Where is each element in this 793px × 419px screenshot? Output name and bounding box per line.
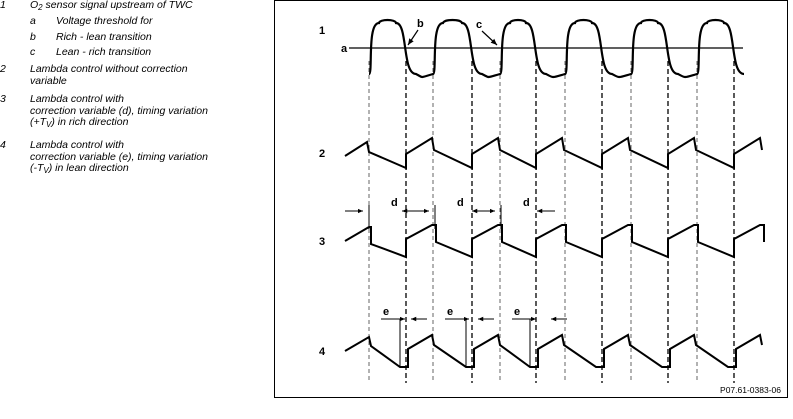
lambda-control-correction-e: [344, 333, 763, 368]
legend-line: ) in lean direction: [48, 162, 129, 175]
legend-line: Lambda control with: [30, 93, 124, 105]
callout-c-arrow: [481, 30, 498, 46]
callout-b: b: [417, 18, 424, 30]
legend-subscript: V: [46, 120, 52, 130]
annotations: [345, 29, 567, 322]
legend-number: 1: [0, 0, 6, 11]
legend-text: Lean - rich transition: [56, 46, 152, 58]
legend-number: 4: [0, 139, 6, 151]
legend-letter: c: [30, 46, 36, 58]
legend-line: correction variable (d), timing variatio…: [30, 104, 208, 117]
correction-d-label: d: [391, 197, 398, 209]
legend-letter: a: [30, 15, 36, 27]
legend-text-part: O: [30, 0, 39, 11]
timing-diagram: 1 2 3 4 a b c d d d e e e P07.61-0383-06: [274, 0, 788, 398]
legend-line: correction variable (e), timing variatio…: [30, 150, 208, 163]
row-label-3: 3: [319, 236, 325, 248]
timing-guides: [368, 61, 735, 383]
legend-line: Lambda control with: [30, 139, 124, 151]
legend-number: 3: [0, 93, 6, 105]
row-label-1: 1: [319, 25, 325, 37]
correction-e-label: e: [514, 306, 520, 318]
correction-e-label: e: [383, 306, 389, 318]
legend-text: Rich - lean transition: [56, 31, 152, 43]
legend-text: Voltage threshold for: [56, 15, 153, 27]
legend-text: O2 sensor signal upstream of TWC: [30, 0, 266, 12]
callout-b-arrow: [407, 29, 419, 46]
legend-line: variable: [30, 74, 67, 87]
labels: 1 2 3 4 a b c d d d e e e: [319, 18, 530, 358]
legend-line: Lambda control without correction: [30, 63, 188, 75]
callout-c: c: [476, 19, 482, 31]
lambda-control-correction-d: [344, 224, 765, 259]
correction-e-label: e: [447, 306, 453, 318]
row-label-4: 4: [319, 346, 326, 358]
row-label-2: 2: [319, 148, 325, 160]
legend-subscript: V: [43, 166, 49, 176]
figure-reference: P07.61-0383-06: [720, 385, 781, 395]
waveforms: [344, 18, 765, 368]
timing-diagram-svg: 1 2 3 4 a b c d d d e e e: [319, 18, 765, 383]
legend-text-part: sensor signal upstream of TWC: [42, 0, 193, 11]
legend-number: 2: [0, 63, 6, 75]
o2-sensor-signal: [367, 18, 745, 79]
legend-letter: b: [30, 31, 36, 43]
lambda-control-no-correction: [344, 136, 763, 170]
legend-line: (-T: [30, 162, 44, 175]
correction-d-label: d: [457, 197, 464, 209]
correction-d-label: d: [523, 197, 530, 209]
threshold-label: a: [341, 43, 348, 55]
legend-line: ) in rich direction: [51, 116, 129, 129]
legend-subscript: 2: [38, 3, 43, 12]
legend-line: (+T: [30, 116, 47, 129]
